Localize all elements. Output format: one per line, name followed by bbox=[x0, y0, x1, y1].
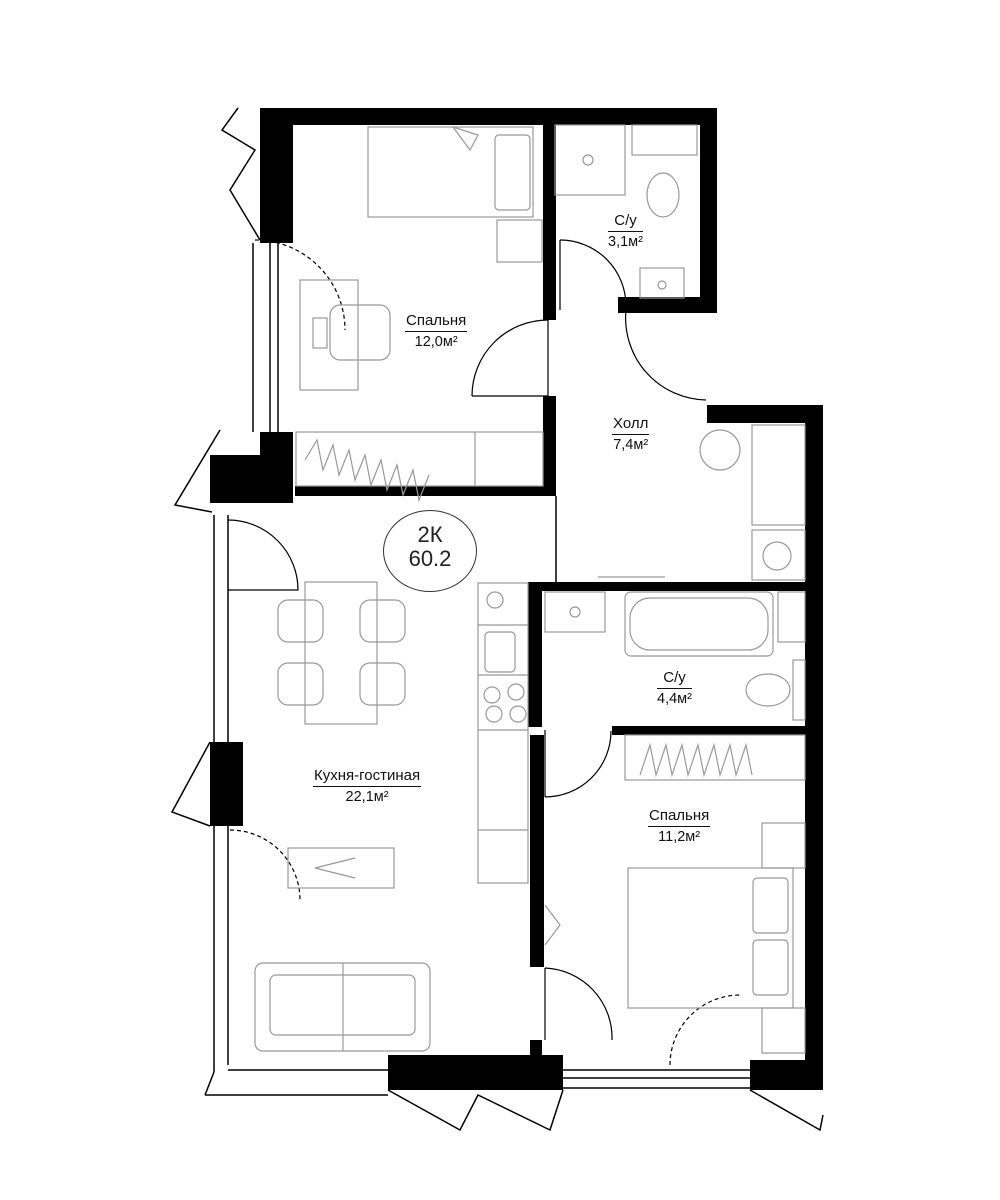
room-label-bathroom-2: С/у 4,4м² bbox=[657, 669, 692, 709]
doors bbox=[227, 239, 741, 1066]
tv-unit bbox=[287, 847, 395, 889]
wardrobe bbox=[295, 431, 544, 487]
room-area: 12,0м² bbox=[414, 334, 458, 350]
apartment-type-badge: 2К 60.2 bbox=[383, 510, 477, 592]
apartment-area: 60.2 bbox=[408, 546, 452, 571]
dining-table bbox=[304, 581, 378, 725]
room-name: С/у bbox=[608, 212, 643, 232]
room-name: С/у bbox=[657, 669, 692, 689]
apartment-type: 2К bbox=[417, 522, 443, 547]
room-label-bedroom-2: Спальня 11,2м² bbox=[648, 807, 711, 847]
room-name: Спальня bbox=[648, 807, 711, 827]
room-label-bedroom-1: Спальня 12,0м² bbox=[405, 312, 468, 352]
desk bbox=[299, 279, 359, 391]
room-area: 7,4м² bbox=[613, 437, 649, 453]
walls bbox=[210, 108, 823, 1090]
bed bbox=[367, 126, 534, 218]
room-area: 22,1м² bbox=[345, 789, 389, 805]
facade bbox=[170, 107, 824, 1132]
room-name: Холл bbox=[612, 415, 650, 435]
room-label-hall: Холл 7,4м² bbox=[612, 415, 650, 455]
outlines bbox=[204, 243, 750, 1096]
room-label-bathroom-1: С/у 3,1м² bbox=[608, 212, 643, 252]
room-label-kitchen-living: Кухня-гостиная 22,1м² bbox=[313, 767, 422, 807]
kitchen-counter bbox=[477, 582, 529, 884]
room-name: Кухня-гостиная bbox=[313, 767, 422, 787]
room-area: 11,2м² bbox=[658, 829, 701, 845]
bathtub bbox=[624, 591, 774, 657]
bed-2 bbox=[627, 867, 794, 1009]
room-area: 4,4м² bbox=[657, 691, 692, 707]
furniture bbox=[254, 124, 806, 1054]
room-name: Спальня bbox=[405, 312, 468, 332]
room-area: 3,1м² bbox=[608, 234, 643, 250]
